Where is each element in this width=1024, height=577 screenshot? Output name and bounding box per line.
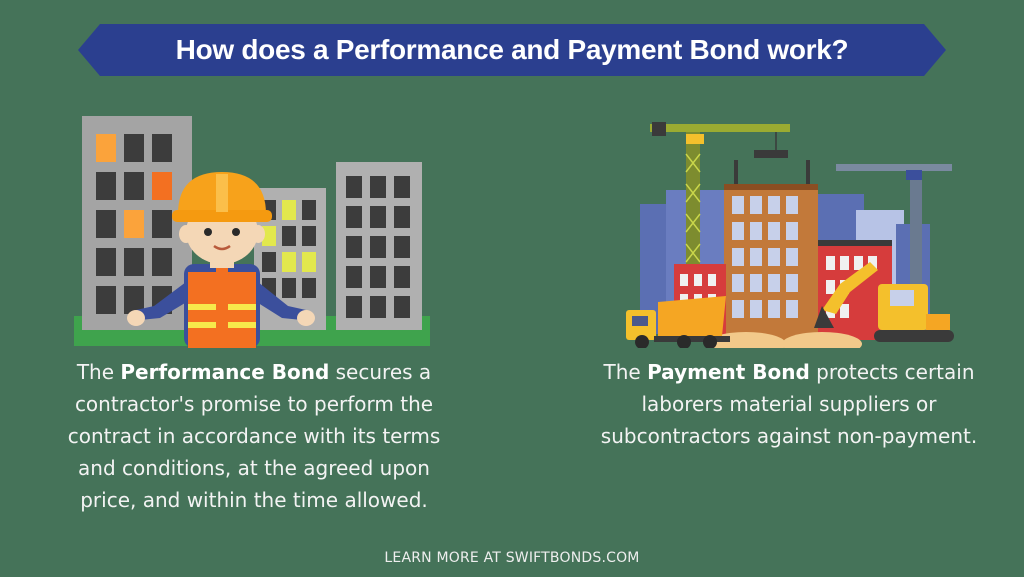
construction-site-illustration bbox=[626, 114, 956, 348]
banner-ribbon-shape bbox=[78, 24, 946, 76]
construction-worker-illustration bbox=[74, 114, 430, 348]
performance-bond-term: Performance Bond bbox=[120, 360, 330, 384]
payment-bond-description: The Payment Bond protects certain labore… bbox=[594, 356, 984, 452]
sand-pile-right bbox=[782, 332, 862, 348]
excavator bbox=[814, 262, 954, 342]
payment-bond-term: Payment Bond bbox=[647, 360, 810, 384]
payment-intro: The bbox=[603, 360, 648, 384]
performance-bond-description: The Performance Bond secures a contracto… bbox=[48, 356, 460, 516]
building-tall-left bbox=[82, 116, 192, 330]
page-title: How does a Performance and Payment Bond … bbox=[175, 34, 849, 65]
worker-figure bbox=[127, 172, 315, 348]
title-banner: How does a Performance and Payment Bond … bbox=[78, 24, 946, 76]
learn-more-link[interactable]: LEARN MORE AT SWIFTBONDS.COM bbox=[384, 550, 640, 566]
building-right bbox=[336, 162, 422, 330]
performance-intro: The bbox=[76, 360, 121, 384]
tower-under-construction bbox=[724, 150, 818, 340]
performance-text: secures a contractor's promise to perfor… bbox=[67, 360, 441, 512]
payment-text: protects certain laborers material suppl… bbox=[600, 360, 978, 448]
dump-truck bbox=[626, 296, 730, 348]
